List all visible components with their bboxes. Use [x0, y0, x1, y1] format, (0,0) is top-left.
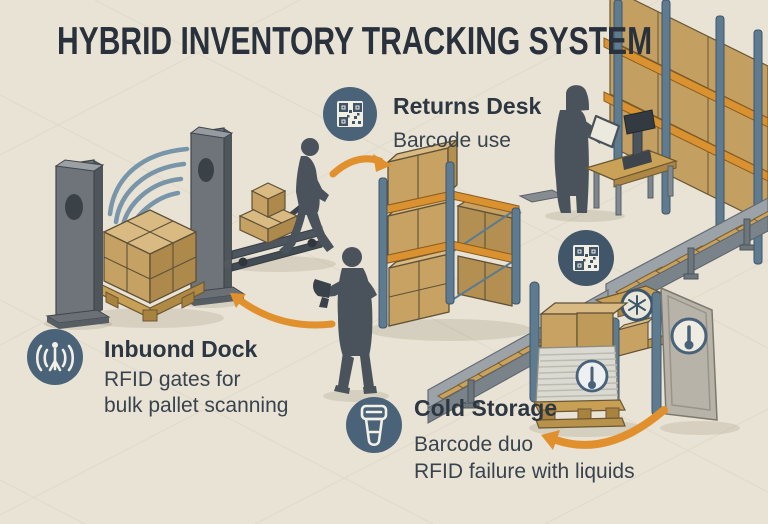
returns-desk-badge — [323, 87, 377, 141]
station-detail-returns-desk: Barcode use — [393, 129, 511, 152]
cold-storage-scene — [529, 230, 740, 437]
cold-storage-badge — [346, 397, 402, 453]
arrow-to-inbound-gates — [230, 293, 336, 329]
station-name-inbound-dock: Inbuond Dock — [104, 336, 258, 362]
rfid-gate-pillar-left — [45, 159, 111, 329]
station-name-cold-storage: Cold Storage — [414, 395, 558, 421]
pallet-between-gates — [95, 209, 205, 322]
storage-rack-center — [368, 138, 532, 341]
qr-code-icon — [573, 245, 599, 271]
label-inbound-dock: Inbuond Dock RFID gates for bulk pallet … — [104, 336, 288, 419]
qr-code-icon — [337, 101, 363, 127]
qr-code-badge-conveyor — [558, 230, 614, 286]
label-returns-desk: Returns Desk Barcode use — [393, 93, 541, 154]
station-detail-inbound-dock-2: bulk pallet scanning — [104, 394, 289, 417]
handheld-scanner — [313, 279, 331, 308]
arrow-to-returns-rack — [329, 154, 392, 178]
pallet-jack-scene — [220, 138, 336, 272]
shrink-wrapped-pallet — [533, 302, 629, 429]
desk-scanner-device — [622, 109, 656, 170]
worker-handheld-scanner — [313, 247, 389, 402]
rfid-gates-scene — [44, 126, 246, 330]
storage-rack-top-right — [603, 0, 768, 265]
station-detail-inbound-dock-1: RFID gates for — [104, 368, 241, 391]
rfid-gate-pillar-right — [181, 126, 246, 306]
thermometer-badge-door — [670, 317, 708, 355]
worker-pallet-jack — [279, 138, 334, 255]
label-cold-storage: Cold Storage Barcode duo RFID failure wi… — [414, 395, 635, 485]
snowflake-badge — [620, 288, 654, 322]
page-title: HYBRID INVENTORY TRACKING SYSTEM — [57, 20, 653, 63]
arrow-to-cold-storage — [541, 406, 668, 450]
station-detail-cold-storage-2: RFID failure with liquids — [414, 460, 635, 483]
tablet — [587, 114, 621, 149]
flow-arrows — [230, 154, 668, 450]
station-name-returns-desk: Returns Desk — [393, 93, 542, 119]
thermometer-badge-pallet — [575, 359, 609, 393]
boxes-on-pallet-jack — [238, 182, 299, 244]
station-detail-cold-storage-1: Barcode duo — [414, 433, 534, 456]
inbound-dock-badge — [27, 329, 83, 385]
returns-desk-scene — [518, 85, 678, 222]
cold-storage-door — [660, 286, 718, 421]
barcode-scanner-icon — [360, 404, 388, 447]
rfid-antenna-icon — [35, 342, 75, 372]
